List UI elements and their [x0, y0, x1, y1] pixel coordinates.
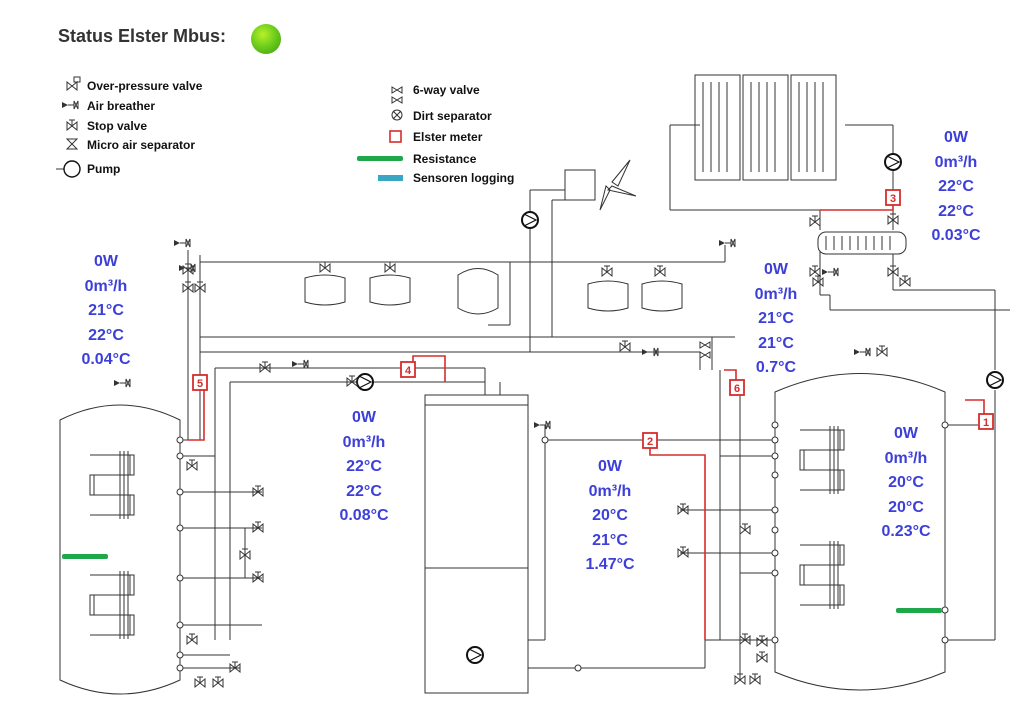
meter-1-label: 1	[983, 417, 989, 429]
flow-value: 0m³/h	[934, 153, 978, 171]
return-temp-value: 21°C	[592, 531, 628, 549]
pump-icon	[466, 646, 484, 664]
meter-2[interactable]: 2	[642, 432, 658, 449]
buffer-tank-left	[59, 404, 181, 695]
stop-valve-icon	[66, 119, 78, 131]
six-way-valve-icon	[391, 86, 403, 104]
meter-3-readout: 0W 0m³/h 22°C 22°C 0.03°C	[916, 126, 996, 249]
power-value: 0W	[598, 458, 622, 475]
supply-temp-value: 22°C	[346, 458, 382, 475]
return-temp-value: 22°C	[346, 482, 382, 500]
pump-icon	[884, 153, 902, 171]
plate-heat-exchanger	[817, 231, 907, 255]
heat-pump-unit	[424, 394, 529, 694]
air-breather-icon	[61, 100, 79, 110]
supply-temp-value: 21°C	[88, 302, 124, 319]
power-value: 0W	[352, 409, 376, 426]
meter-5[interactable]: 5	[192, 374, 208, 391]
resistance-icon	[357, 156, 403, 161]
meter-4[interactable]: 4	[400, 361, 416, 378]
meter-5-label: 5	[197, 378, 203, 390]
micro-air-separator-icon	[65, 138, 79, 150]
status-indicator	[251, 24, 281, 54]
meter-1[interactable]: 1	[978, 413, 994, 430]
flow-value: 0m³/h	[884, 449, 928, 467]
legend-label-six-way-valve: 6-way valve	[413, 83, 480, 97]
flow-value: 0m³/h	[342, 433, 386, 451]
return-temp-value: 20°C	[888, 498, 924, 516]
delta-temp-value: 0.08°C	[339, 507, 389, 524]
legend: Over-pressure valve Air breather Stop va…	[56, 76, 514, 185]
supply-temp-value: 20°C	[592, 507, 628, 524]
legend-label-stop-valve: Stop valve	[87, 119, 147, 133]
ports	[176, 421, 949, 672]
flow-value: 0m³/h	[588, 482, 632, 500]
pump-icon	[521, 211, 539, 229]
legend-label-pump: Pump	[87, 162, 120, 176]
supply-temp-value: 21°C	[758, 310, 794, 327]
supply-temp-value: 20°C	[888, 474, 924, 491]
meter-2-label: 2	[647, 436, 653, 448]
radiators	[694, 74, 837, 181]
supply-temp-value: 22°C	[938, 178, 974, 195]
delta-temp-value: 0.03°C	[931, 227, 981, 244]
expansion-vessels	[304, 268, 683, 315]
pump-icon	[986, 371, 1004, 389]
legend-label-sensoren-logging: Sensoren logging	[413, 171, 514, 185]
meter-4-readout: 0W 0m³/h 22°C 22°C 0.08°C	[324, 406, 404, 529]
resistance-right	[896, 608, 942, 613]
meter-2-readout: 0W 0m³/h 20°C 21°C 1.47°C	[570, 455, 650, 578]
delta-temp-value: 0.04°C	[81, 351, 131, 368]
power-value: 0W	[944, 129, 968, 146]
power-value: 0W	[764, 261, 788, 278]
return-temp-value: 21°C	[758, 334, 794, 352]
pump-icon	[56, 160, 81, 178]
meter-5-readout: 0W 0m³/h 21°C 22°C 0.04°C	[66, 250, 146, 373]
resistance-left	[62, 554, 108, 559]
power-value: 0W	[894, 425, 918, 442]
legend-label-over-pressure-valve: Over-pressure valve	[87, 79, 203, 93]
meter-lines	[188, 205, 985, 640]
flow-value: 0m³/h	[84, 277, 128, 295]
meter-3[interactable]: 3	[885, 189, 901, 206]
return-temp-value: 22°C	[938, 202, 974, 220]
legend-label-air-breather: Air breather	[87, 99, 155, 113]
legend-label-resistance: Resistance	[413, 152, 477, 166]
pump-icon	[356, 373, 374, 391]
dirt-separator-icon	[391, 109, 403, 121]
meter-6-readout: 0W 0m³/h 21°C 21°C 0.7°C	[736, 258, 816, 381]
return-temp-value: 22°C	[88, 326, 124, 344]
legend-label-elster-meter: Elster meter	[413, 130, 483, 144]
power-value: 0W	[94, 253, 118, 270]
delta-temp-value: 0.23°C	[881, 523, 931, 540]
meter-6[interactable]: 6	[729, 379, 745, 396]
meter-4-label: 4	[405, 365, 412, 377]
legend-label-micro-air-separator: Micro air separator	[87, 138, 195, 152]
meter-1-readout: 0W 0m³/h 20°C 20°C 0.23°C	[866, 422, 946, 545]
meter-6-label: 6	[734, 383, 740, 395]
sensor-logging-icon	[378, 175, 403, 181]
flow-value: 0m³/h	[754, 285, 798, 303]
over-pressure-valve-icon	[66, 76, 81, 92]
six-way-valve	[699, 341, 711, 359]
delta-temp-value: 1.47°C	[585, 556, 635, 573]
fan-coil	[564, 159, 637, 211]
elster-meter-icon	[389, 130, 402, 143]
meter-3-label: 3	[890, 193, 896, 205]
legend-label-dirt-separator: Dirt separator	[413, 109, 492, 123]
delta-temp-value: 0.7°C	[755, 359, 797, 376]
status-title: Status Elster Mbus:	[58, 26, 227, 46]
